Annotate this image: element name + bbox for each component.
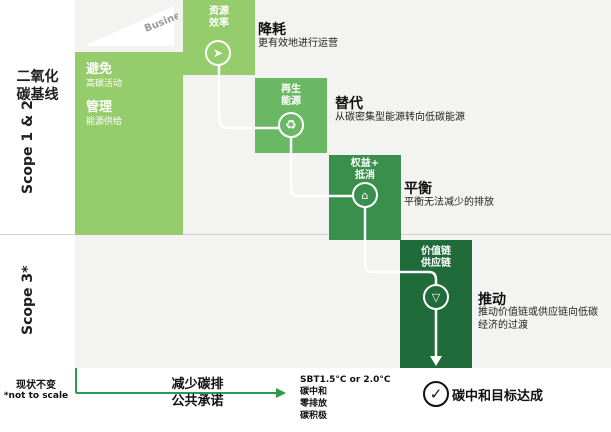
- not-to-scale-note: *not to scale: [3, 391, 69, 401]
- funnel-icon: ▽: [423, 284, 449, 310]
- step-1-desc: 更有效地进行运营: [258, 38, 338, 49]
- offset-icon: ⌂: [352, 182, 378, 208]
- step-2-box-label: 再生 能源: [281, 84, 301, 107]
- carbon-baseline-label: 二氧化 碳基线: [16, 69, 59, 103]
- step-2-desc: 从碳密集型能源转向低碳能源: [335, 112, 465, 123]
- avoid-desc: 高碳活动: [86, 79, 123, 89]
- commitment-arrow: [75, 368, 286, 398]
- step-1-box-label: 资源 效率: [209, 6, 229, 29]
- step-2-heading: 替代: [335, 96, 363, 112]
- carbon-baseline-block-lower: [75, 235, 183, 368]
- step-3-heading: 平衡: [404, 181, 432, 197]
- recycle-icon: ♻: [278, 112, 304, 138]
- achieved-label: 碳中和目标达成: [452, 389, 544, 404]
- scope-divider: [0, 234, 611, 235]
- check-circle-icon: ✓: [423, 381, 449, 407]
- step-4-heading: 推动: [478, 292, 506, 308]
- business-triangle: Business: [84, 6, 178, 46]
- target-label: SBT1.5°C or 2.0°C 碳中和 零排放 碳积极: [300, 375, 391, 421]
- avoid-title: 避免: [86, 62, 113, 77]
- manage-title: 管理: [86, 100, 113, 115]
- step-1-heading: 降耗: [258, 22, 286, 38]
- paper-plane-icon: ➤: [205, 40, 231, 66]
- manage-desc: 能源供给: [86, 117, 123, 127]
- step-4-desc: 推动价值链或供应链向低碳 经济的过渡: [478, 307, 598, 331]
- step-3-desc: 平衡无法减少的排放: [404, 197, 494, 208]
- carbon-baseline-block: [75, 52, 183, 235]
- commitment-label: 减少碳排 公共承诺: [171, 377, 224, 409]
- step-4-box-label: 价值链 供应链: [421, 246, 451, 269]
- step-3-box-label: 权益+ 抵消: [350, 158, 380, 181]
- baseline-label: 现状不变: [16, 380, 56, 391]
